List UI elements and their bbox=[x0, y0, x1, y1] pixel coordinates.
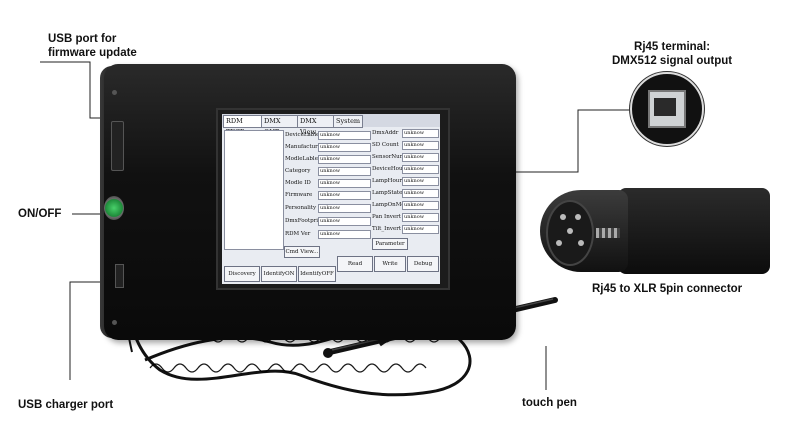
rj45-socket-icon bbox=[654, 98, 676, 116]
xlr-pin-icon bbox=[567, 228, 573, 234]
screw-icon bbox=[112, 90, 117, 95]
field-value[interactable]: unknow bbox=[402, 141, 439, 150]
usb-port-callout-line2: firmware update bbox=[48, 47, 137, 59]
read-button[interactable]: Read bbox=[337, 256, 373, 272]
debug-button[interactable]: Debug bbox=[407, 256, 439, 272]
device-screen: RDM TEST DMX OUT DMX View System DeviceL… bbox=[222, 114, 440, 284]
field-value[interactable]: unknow bbox=[318, 167, 371, 176]
field-label: DeviceLable bbox=[285, 132, 320, 138]
field-label: DeviceHour bbox=[372, 166, 406, 172]
field-label: Modle ID bbox=[285, 180, 311, 186]
discovery-button[interactable]: Discovery bbox=[224, 266, 260, 282]
usb-port-icon bbox=[111, 121, 124, 171]
field-label: LampOnMode bbox=[372, 202, 412, 208]
xlr-pin-icon bbox=[560, 214, 566, 220]
screw-icon bbox=[112, 320, 117, 325]
field-value[interactable]: unknow bbox=[402, 165, 439, 174]
field-label: RDM Ver bbox=[285, 231, 311, 237]
field-label: Tilt_Invert bbox=[372, 226, 402, 232]
tab-dmx-out[interactable]: DMX OUT bbox=[261, 115, 299, 136]
rj45-callout-line1: Rj45 terminal: bbox=[634, 41, 711, 53]
field-label: LampHour bbox=[372, 178, 402, 184]
write-button[interactable]: Write bbox=[374, 256, 406, 272]
usb-port-callout: USB port for firmware update bbox=[48, 32, 137, 60]
field-value[interactable]: unknow bbox=[318, 155, 371, 164]
field-value[interactable]: unknow bbox=[318, 143, 371, 152]
identify-off-button[interactable]: IdentifyOFF bbox=[298, 266, 336, 282]
tilt-invert-select[interactable]: unknow bbox=[402, 225, 439, 234]
cmd-view-button[interactable]: Cmd View... bbox=[284, 246, 320, 258]
field-value[interactable]: unknow bbox=[318, 217, 371, 226]
xlr-latch-icon bbox=[596, 228, 620, 238]
field-label: Firmware bbox=[285, 192, 313, 198]
touch-pen-callout: touch pen bbox=[522, 397, 577, 409]
field-label: Personality bbox=[285, 205, 317, 211]
rj45-callout: Rj45 terminal: DMX512 signal output bbox=[612, 40, 732, 68]
pan-invert-select[interactable]: unknow bbox=[402, 213, 439, 222]
xlr-callout: Rj45 to XLR 5pin connector bbox=[592, 283, 743, 295]
tab-dmx-view[interactable]: DMX View bbox=[297, 115, 335, 136]
lamp-on-mode-select[interactable]: unknow bbox=[402, 201, 439, 210]
tab-system[interactable]: System bbox=[333, 115, 363, 128]
field-label: Manufacturer bbox=[285, 144, 324, 150]
on-off-callout: ON/OFF bbox=[18, 208, 62, 220]
tab-rdm-test[interactable]: RDM TEST bbox=[223, 115, 263, 136]
field-label: ModleLable bbox=[285, 156, 318, 162]
field-value[interactable]: unknow bbox=[402, 153, 439, 162]
power-button-icon[interactable] bbox=[104, 196, 124, 220]
parameter-button[interactable]: Parameter bbox=[372, 238, 408, 250]
dmx-addr-select[interactable]: unknow bbox=[402, 129, 439, 138]
field-label: SD Count bbox=[372, 142, 399, 148]
field-label: LampState bbox=[372, 190, 403, 196]
usb-port-callout-line1: USB port for bbox=[48, 33, 117, 45]
personality-select[interactable]: unknow bbox=[318, 204, 371, 213]
xlr-pin-icon bbox=[575, 214, 581, 220]
identify-on-button[interactable]: IdentifyON bbox=[261, 266, 297, 282]
xlr-pin-icon bbox=[578, 240, 584, 246]
usb-charger-callout: USB charger port bbox=[18, 399, 114, 411]
field-label: SensorNum bbox=[372, 154, 405, 160]
field-value[interactable]: unknow bbox=[318, 179, 371, 188]
field-value[interactable]: unknow bbox=[318, 230, 371, 239]
field-value[interactable]: unknow bbox=[318, 191, 371, 200]
field-value[interactable]: unknow bbox=[318, 131, 371, 140]
field-label: DmxAddr bbox=[372, 130, 399, 136]
xlr-pin-icon bbox=[556, 240, 562, 246]
adapter-body bbox=[618, 188, 770, 274]
charger-port-icon bbox=[115, 264, 124, 288]
screen-tab-bar: RDM TEST DMX OUT DMX View System bbox=[222, 114, 440, 136]
device-list-pane[interactable] bbox=[224, 130, 284, 250]
field-value[interactable]: unknow bbox=[402, 177, 439, 186]
rj45-callout-line2: DMX512 signal output bbox=[612, 55, 733, 67]
field-value[interactable]: unknow bbox=[402, 189, 439, 198]
field-label: Category bbox=[285, 168, 311, 174]
field-label: Pan Invert bbox=[372, 214, 401, 220]
field-label: DmxFootprint bbox=[285, 218, 324, 224]
